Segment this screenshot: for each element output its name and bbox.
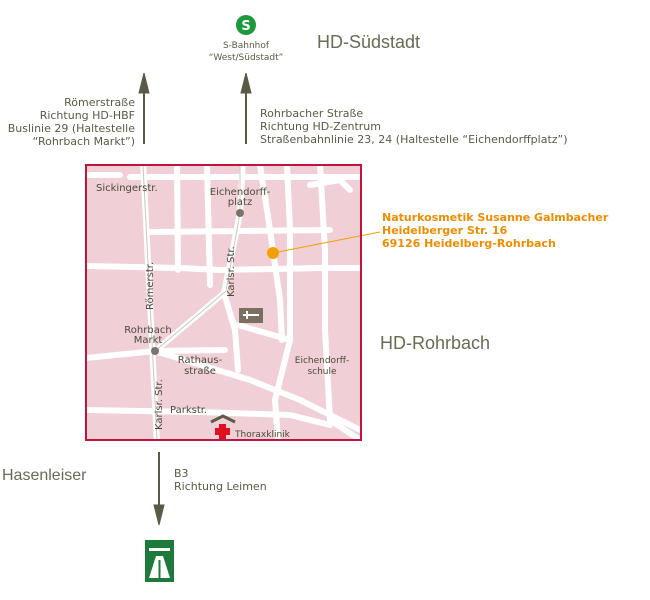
district-rohrbach: HD-Rohrbach — [380, 333, 491, 353]
direction-line: Richtung Leimen — [174, 480, 267, 493]
direction-line: “Rohrbach Markt”) — [32, 135, 135, 148]
sbahn-icon: S — [236, 15, 256, 35]
directions-roemer: Römerstraße Richtung HD-HBF Buslinie 29 … — [8, 96, 135, 148]
street-label: Karlsr. Str. — [226, 246, 237, 297]
place-label: Eichendorff- — [295, 356, 349, 366]
arrow-south-b3 — [153, 452, 165, 526]
street-map: Sickingerstr. Eichendorff- platz Karlsr.… — [85, 164, 381, 441]
address-city: 69126 Heidelberg-Rohrbach — [382, 237, 556, 250]
map-border — [85, 164, 362, 441]
place-label: Thoraxklinik — [234, 430, 291, 440]
bus-stop-rohrbach-markt — [151, 347, 159, 355]
direction-line: Römerstraße — [64, 96, 135, 109]
direction-line: Richtung HD-Zentrum — [260, 120, 381, 133]
street-label: Rathaus- — [178, 355, 223, 366]
sbahn-line1: S-Bahnhof — [222, 41, 270, 51]
address-street: Heidelberger Str. 16 — [382, 224, 508, 237]
street-label: Eichendorff- — [210, 187, 271, 198]
street-label: Karlsr. Str. — [154, 379, 165, 430]
directions-rohrbacher: Rohrbacher Straße Richtung HD-Zentrum St… — [260, 107, 568, 146]
direction-line: Buslinie 29 (Haltestelle — [7, 122, 135, 135]
arrow-north-rohrbacher — [240, 72, 252, 144]
business-address: Naturkosmetik Susanne Galmbacher Heidelb… — [382, 211, 608, 250]
church-icon — [239, 308, 263, 323]
direction-line: Rohrbacher Straße — [260, 107, 364, 120]
place-label: Markt — [134, 335, 163, 346]
arrow-north-roemer — [138, 72, 150, 144]
sbahn-label: S-Bahnhof “West/Südstadt” — [196, 40, 296, 64]
district-hasenleiser: Hasenleiser — [2, 467, 87, 484]
sbahn-line2: “West/Südstadt” — [208, 53, 284, 63]
place-label: Rohrbach — [124, 325, 171, 336]
street-label: Römerstr. — [145, 262, 156, 310]
hospital-icon — [210, 414, 236, 439]
direction-line: Straßenbahnlinie 23, 24 (Haltestelle “Ei… — [260, 133, 568, 146]
district-suedstadt: HD-Südstadt — [317, 32, 421, 52]
directions-b3: B3 Richtung Leimen — [174, 467, 267, 493]
autobahn-icon — [145, 540, 174, 582]
street-label: Parkstr. — [170, 405, 207, 416]
place-label: schule — [307, 367, 337, 377]
direction-line: Richtung HD-HBF — [39, 109, 135, 122]
direction-line: B3 — [174, 467, 189, 480]
location-marker[interactable] — [267, 247, 279, 259]
street-label: Sickingerstr. — [96, 183, 158, 194]
street-label: straße — [184, 366, 216, 377]
tram-stop-eichendorffplatz — [236, 209, 244, 217]
svg-text:S: S — [241, 19, 250, 34]
business-name: Naturkosmetik Susanne Galmbacher — [382, 211, 609, 224]
street-label: platz — [228, 197, 252, 208]
